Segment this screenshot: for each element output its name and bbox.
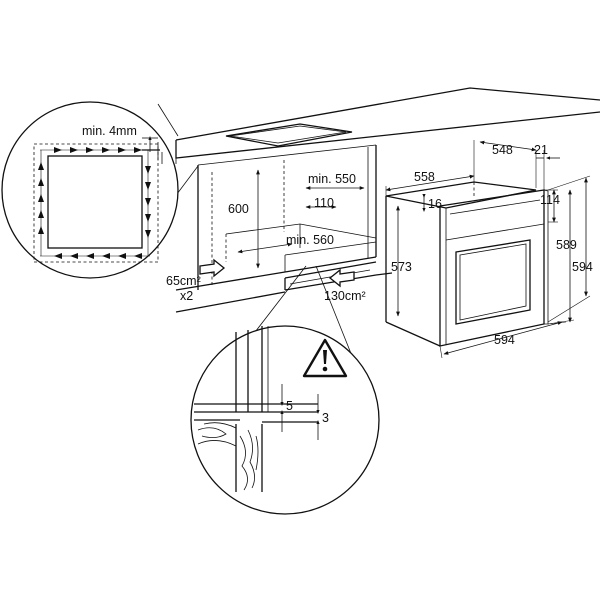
label-niche-depth: min. 560 bbox=[286, 233, 334, 247]
label-vent-front: 65cm² bbox=[166, 274, 201, 288]
label-min-gap: min. 4mm bbox=[82, 124, 137, 138]
cabinet-drawing bbox=[175, 87, 600, 313]
warning-triangle-icon bbox=[302, 338, 348, 378]
label-oven-depth: 558 bbox=[414, 170, 435, 184]
label-body-height: 573 bbox=[391, 260, 412, 274]
label-panel-height: 114 bbox=[540, 193, 560, 207]
label-detail-gap-b: 3 bbox=[322, 411, 329, 425]
label-door-thickness: 21 bbox=[534, 143, 548, 157]
label-detail-gap-a: 5 bbox=[286, 399, 293, 413]
label-total-height: 594 bbox=[572, 260, 593, 274]
label-rear-gap: 110 bbox=[314, 196, 334, 210]
dimension-labels: min. 4mm 600 min. 550 110 min. 560 65cm²… bbox=[82, 124, 593, 425]
label-oven-body-depth: 548 bbox=[492, 143, 513, 157]
label-total-width: 594 bbox=[494, 333, 515, 347]
clearance-detail bbox=[190, 265, 380, 515]
label-front-height: 589 bbox=[556, 238, 577, 252]
label-vent-front-count: x2 bbox=[180, 289, 193, 303]
label-niche-height: 600 bbox=[228, 202, 249, 216]
label-vent-bottom: 130cm² bbox=[324, 289, 366, 303]
airflow-detail bbox=[1, 101, 199, 279]
oven-dimensions bbox=[385, 140, 591, 359]
label-front-offset: 16 bbox=[428, 197, 442, 211]
label-niche-width: min. 550 bbox=[308, 172, 356, 186]
